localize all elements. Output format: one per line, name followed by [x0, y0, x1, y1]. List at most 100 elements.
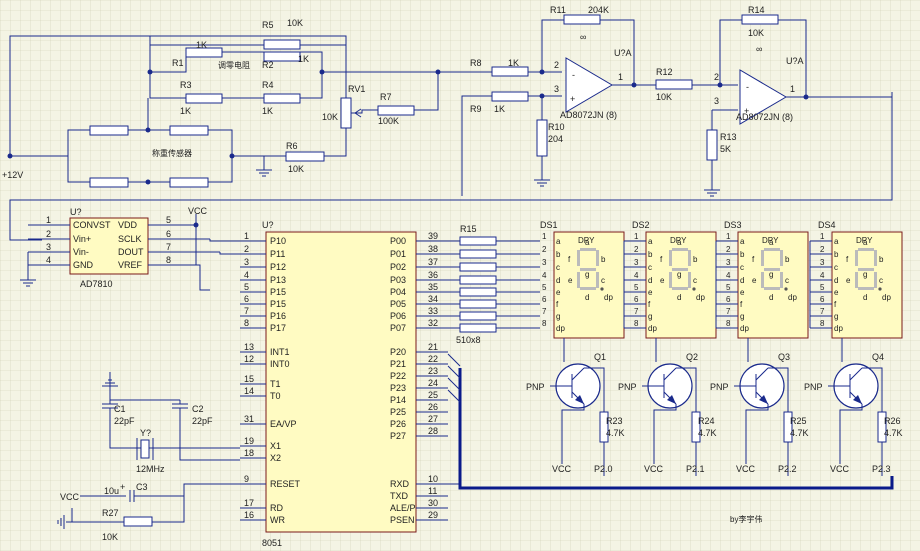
inner-d: d [585, 293, 589, 302]
mcu-pin-name: P04 [390, 287, 406, 297]
potentiometer-rv1 [340, 97, 352, 129]
mcu-pin-name: P02 [390, 262, 406, 272]
mcu-pin-name: RESET [270, 479, 301, 489]
mcu-pin-name: P21 [390, 359, 406, 369]
inner-c: c [693, 276, 697, 285]
inner-e: e [752, 276, 757, 285]
driver-vcc: VCC [736, 464, 756, 474]
inner-a: a [863, 238, 868, 247]
resistor-r9 [491, 91, 529, 102]
inner-g: g [677, 270, 681, 279]
mcu-pin-number: 26 [428, 402, 438, 412]
dpy-pin-number: 7 [634, 307, 639, 316]
mcu-pin-number: 16 [244, 510, 254, 520]
rv1-value: 10K [322, 112, 338, 122]
mcu-pin-name: P07 [390, 323, 406, 333]
mcu-pin-number: 23 [428, 366, 438, 376]
mcu-pin-number: 24 [428, 378, 438, 388]
dpy-seg-name: e [648, 288, 653, 297]
opamp2-part: AD8072JN (8) [736, 112, 793, 122]
mcu-pin-name: X1 [270, 441, 281, 451]
c3-value: 10u [104, 486, 119, 496]
base-resistor-label: R26 [884, 416, 901, 426]
mcu-pin-name: ALE/P [390, 503, 416, 513]
r1-value: 1K [196, 40, 207, 50]
adc-pin-name: VDD [118, 220, 138, 230]
r10-label: R10 [548, 122, 565, 132]
rpack-resistor [459, 236, 497, 246]
segment-a [764, 248, 780, 251]
r4-label: R4 [262, 80, 274, 90]
p2-bus [458, 368, 894, 490]
adc-vcc: VCC [188, 206, 208, 216]
adc-pin-number: 8 [166, 255, 171, 265]
segment-g [580, 268, 596, 271]
c3-label: C3 [136, 482, 148, 492]
r11-label: R11 [550, 5, 566, 15]
dpy-pin-number: 3 [726, 258, 731, 267]
dpy-pin-number: 3 [820, 258, 825, 267]
dpy-seg-name: b [556, 250, 561, 259]
base-resistor-label: R24 [698, 416, 715, 426]
mcu-ref: U? [262, 220, 274, 230]
adc-pin-name: SCLK [118, 234, 142, 244]
dpy-seg-name: e [740, 288, 745, 297]
pnp-label: PNP [804, 382, 823, 392]
mcu-pin-number: 37 [428, 257, 438, 267]
dpy-seg-name: d [648, 276, 652, 285]
adc-chip [69, 217, 149, 275]
mcu-pin-number: 36 [428, 270, 438, 280]
resistor-pack: R15 510x8 [456, 224, 481, 345]
rpack-resistor [459, 275, 497, 285]
inner-c: c [785, 276, 789, 285]
dpy-seg-name: c [740, 263, 744, 272]
base-resistor-value: 4.7K [698, 428, 717, 438]
inner-f: f [846, 255, 849, 264]
mcu-pin-number: 18 [244, 448, 254, 458]
r12-label: R12 [656, 67, 673, 77]
mcu-pin-name: T0 [270, 391, 281, 401]
dpy-seg-name: g [556, 312, 560, 321]
dpy-pin-number: 6 [542, 295, 547, 304]
mcu-pin-name: TXD [390, 491, 409, 501]
dpy-seg-name: f [556, 300, 559, 309]
r2-value: 1K [298, 54, 309, 64]
mcu-pin-name: P13 [270, 275, 286, 285]
r7-value: 100K [378, 116, 399, 126]
base-resistor-label: R23 [606, 416, 623, 426]
inner-g: g [769, 270, 773, 279]
inner-d: d [677, 293, 681, 302]
segment-g [672, 268, 688, 271]
mcu-pin-name: WR [270, 515, 285, 525]
opamp1-minus: - [572, 70, 575, 80]
resistor-r4 [263, 93, 301, 104]
dpy-pin-number: 3 [634, 258, 639, 267]
dpy-pin-number: 6 [820, 295, 825, 304]
inner-g: g [585, 270, 589, 279]
mcu-pin-name: P26 [390, 419, 406, 429]
sensor-label: 称重传感器 [152, 148, 192, 158]
inner-g: g [863, 270, 867, 279]
inner-dp: dp [788, 293, 797, 302]
segment-d [580, 287, 596, 290]
r3-value: 1K [180, 106, 191, 116]
resistor-r10 [536, 119, 548, 157]
amplifier-section: R8 1K R9 1K R11 204K R10 204 - + 2 3 1 ∞… [9, 5, 893, 241]
segment-a [858, 248, 874, 251]
segment-g [764, 268, 780, 271]
dpy-seg-name: c [556, 263, 560, 272]
dpy-seg-name: d [556, 276, 560, 285]
dpy-seg-name: d [834, 276, 838, 285]
mcu-pin-name: P06 [390, 311, 406, 321]
r13-value: 5K [720, 144, 731, 154]
mcu-pin-name: P01 [390, 249, 406, 259]
adj-resistor-label: 调零电阻 [218, 60, 250, 70]
driver-vcc: VCC [552, 464, 572, 474]
adc-pin-name: CONVST [73, 220, 111, 230]
inner-e: e [568, 276, 573, 285]
dpy-seg-name: c [648, 263, 652, 272]
mcu-pin-number: 2 [244, 244, 249, 254]
rpack-resistor [459, 299, 497, 309]
mcu-right-pins: 39P0038P0137P0236P0335P0434P0533P0632P07… [390, 231, 460, 525]
display-ref: DS2 [632, 220, 650, 230]
